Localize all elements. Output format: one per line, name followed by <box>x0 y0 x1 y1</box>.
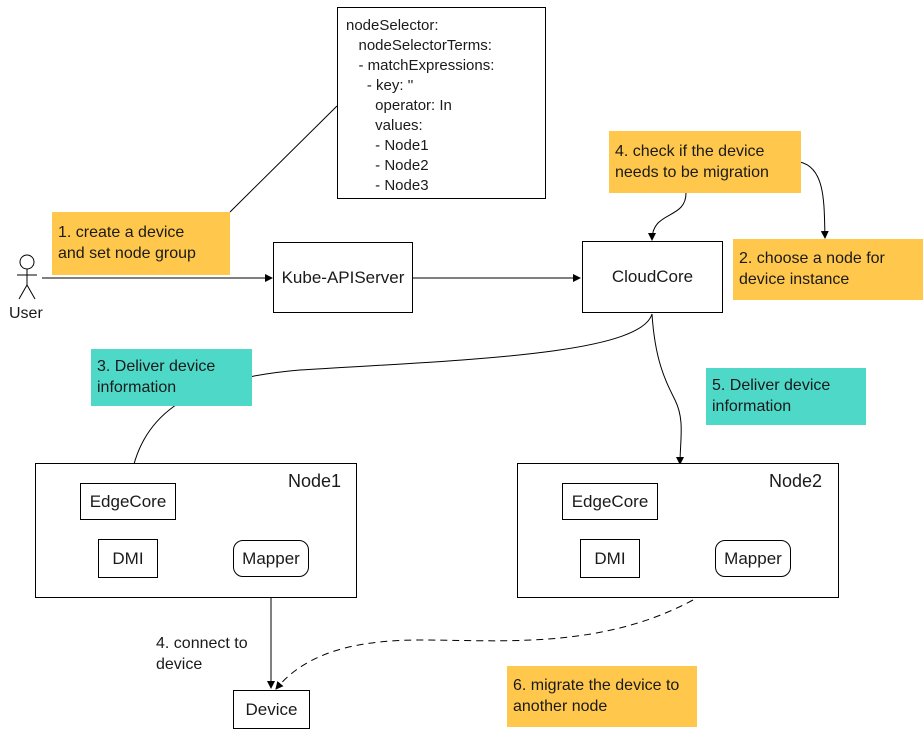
spec-line: values: <box>346 117 423 134</box>
step-deliver-node1-note: 3. Deliver device information <box>91 349 252 406</box>
mapper-label: Mapper <box>724 548 782 568</box>
spec-line: nodeSelectorTerms: <box>346 37 492 54</box>
note-line: 3. Deliver device <box>97 358 216 375</box>
note-line: needs to be migration <box>615 164 769 181</box>
mapper-label: Mapper <box>242 548 300 568</box>
step-create-device-note: 1. create a device and set node group <box>52 212 230 275</box>
step-check-migration-note: 4. check if the device needs to be migra… <box>609 131 801 193</box>
node-selector-callout-line <box>229 105 338 213</box>
dmi-label: DMI <box>112 548 144 568</box>
spec-line: nodeSelector: <box>346 17 439 34</box>
node1-dmi-box: DMI <box>98 539 158 578</box>
node2-label: Node2 <box>769 471 823 491</box>
note-line: information <box>712 398 792 415</box>
spec-line: operator: In <box>346 97 452 114</box>
spec-line: - Node1 <box>346 137 429 154</box>
device-box: Device <box>233 690 310 729</box>
node2-mapper-box: Mapper <box>715 540 791 577</box>
node1-edgecore-box: EdgeCore <box>80 483 176 520</box>
note-line: 5. Deliver device <box>712 377 831 394</box>
user-label: User <box>9 305 43 322</box>
note-line: device <box>156 656 203 673</box>
cloudcore-label: CloudCore <box>611 267 694 286</box>
check-migration-arrow <box>648 192 687 241</box>
note-line: 2. choose a node for <box>739 250 885 267</box>
note-line: information <box>97 379 177 396</box>
node2-edgecore-box: EdgeCore <box>562 483 658 520</box>
cloudcore-box: CloudCore <box>582 241 723 313</box>
note-line: 4. connect to <box>156 635 248 652</box>
edgecore-label: EdgeCore <box>571 491 649 511</box>
node2-dmi-box: DMI <box>580 539 640 578</box>
spec-line: - matchExpressions: <box>346 57 495 74</box>
node-selector-spec: nodeSelector: nodeSelectorTerms: - match… <box>337 7 546 199</box>
cloudcore-to-node2-arrow <box>651 313 685 465</box>
note-line: 6. migrate the device to <box>513 677 680 694</box>
step-choose-node-note: 2. choose a node for device instance <box>733 239 923 300</box>
kube-apiserver-label: Kube-APIServer <box>281 267 405 287</box>
spec-line: - key: '' <box>346 77 414 94</box>
kube-apiserver-box: Kube-APIServer <box>273 242 413 313</box>
choose-node-arrow <box>799 161 829 239</box>
edgecore-label: EdgeCore <box>89 491 167 511</box>
note-line: another node <box>513 698 608 715</box>
node1-mapper-box: Mapper <box>233 540 309 577</box>
device-label: Device <box>245 699 298 719</box>
note-line: and set node group <box>58 245 196 262</box>
spec-line: - Node3 <box>346 177 429 194</box>
spec-line: - Node2 <box>346 157 429 174</box>
step-connect-device-label: 4. connect to device <box>152 629 272 679</box>
dmi-label: DMI <box>594 548 626 568</box>
step-migrate-device-note: 6. migrate the device to another node <box>507 666 697 727</box>
migration-dashed-arrow <box>275 599 694 690</box>
note-line: 1. create a device <box>58 224 185 241</box>
note-line: 4. check if the device <box>615 143 765 160</box>
step-deliver-node2-note: 5. Deliver device information <box>706 368 866 425</box>
note-line: device instance <box>739 271 850 288</box>
cloudcore-to-node1-arrow <box>127 313 653 483</box>
node1-label: Node1 <box>288 471 342 491</box>
user-icon <box>17 254 37 300</box>
